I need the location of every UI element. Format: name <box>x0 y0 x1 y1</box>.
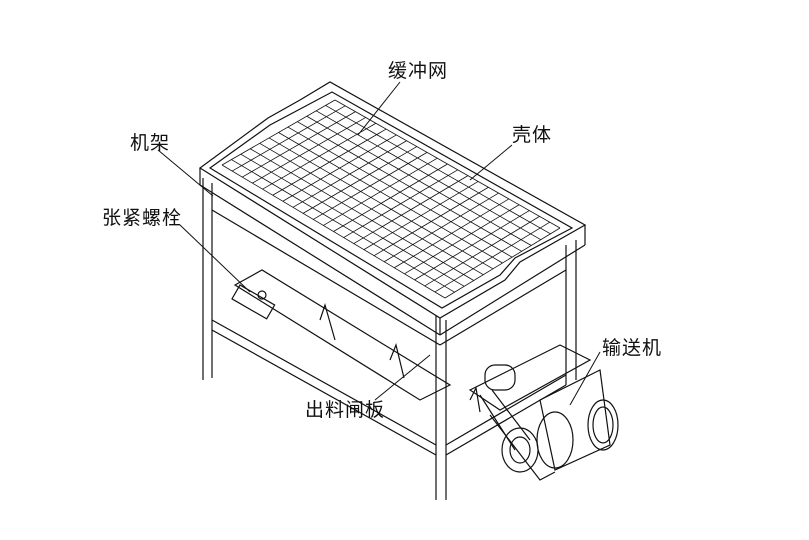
grid-wire <box>315 110 542 241</box>
grid-wire <box>268 137 494 270</box>
grid-wire <box>231 159 455 293</box>
grid-wire <box>278 132 503 264</box>
grid-wire <box>250 148 474 281</box>
grid-wire <box>287 126 513 258</box>
conveyor-under <box>231 269 619 481</box>
label-discharge-gate: 出料闸板 <box>305 399 386 421</box>
leader-lines <box>157 81 601 406</box>
grid-wire <box>334 99 561 229</box>
label-tension-bolt: 张紧螺栓 <box>102 207 183 229</box>
label-shell: 壳体 <box>512 124 553 146</box>
grid-wire <box>221 164 446 299</box>
frame-legs <box>202 178 577 500</box>
grid-wire <box>325 105 551 235</box>
grid-wire <box>306 115 532 246</box>
label-buffer-net: 缓冲网 <box>388 60 449 82</box>
grid-wire <box>259 142 484 276</box>
label-conveyor: 输送机 <box>602 337 663 359</box>
grid-wire <box>240 153 465 287</box>
buffer-net-grid <box>221 99 561 299</box>
grid-wire <box>297 121 522 252</box>
label-frame: 机架 <box>130 132 171 154</box>
shell-box <box>198 81 587 346</box>
